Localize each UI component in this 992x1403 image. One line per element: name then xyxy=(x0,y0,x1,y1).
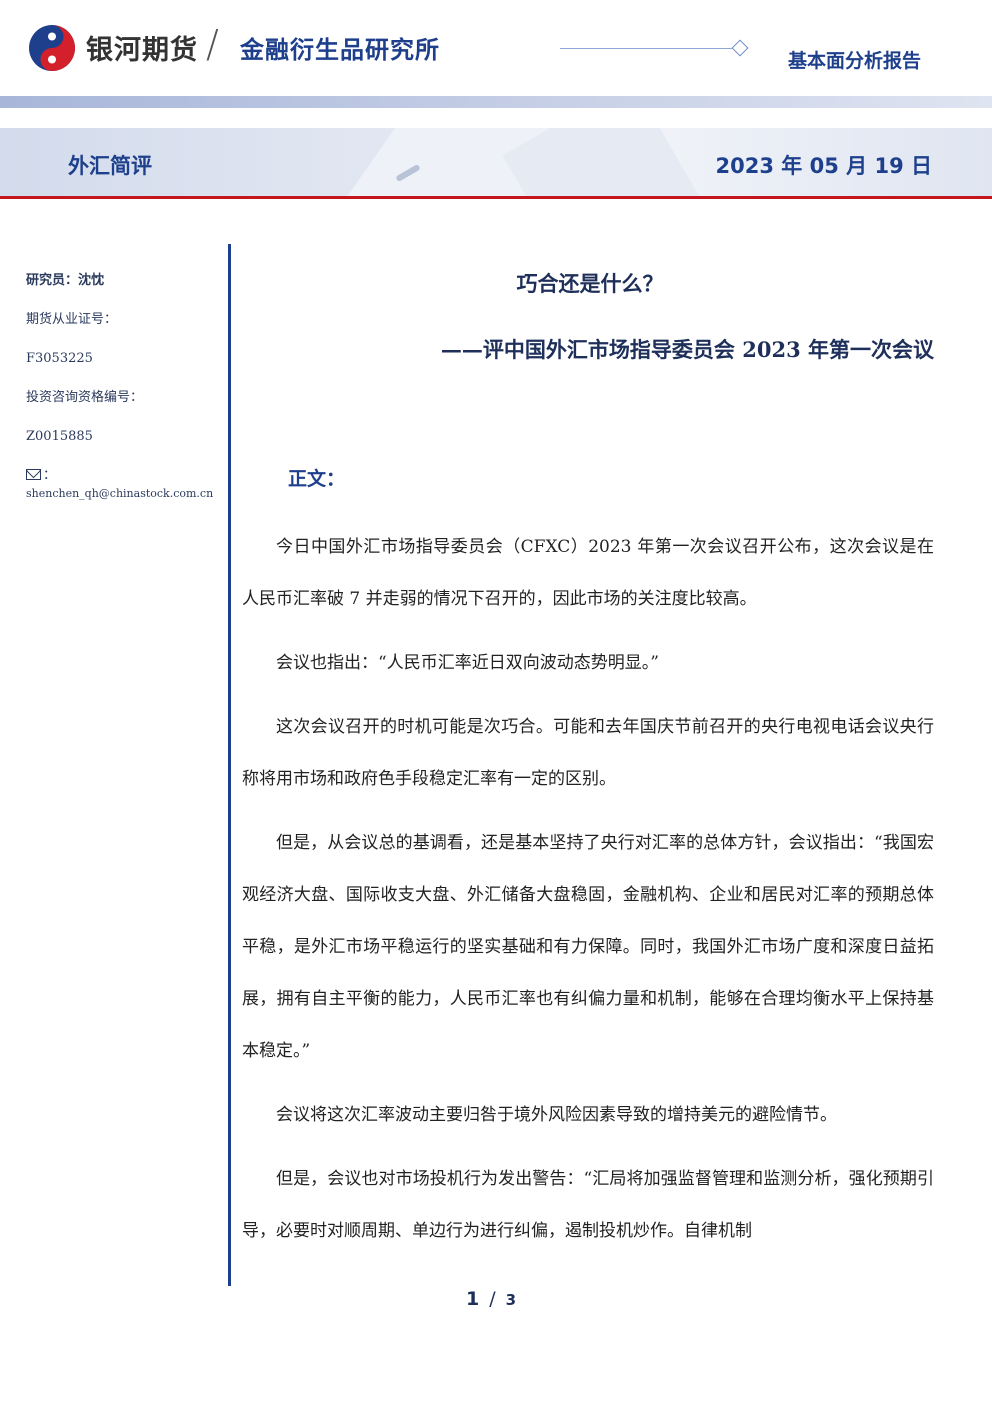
report-type: 基本面分析报告 xyxy=(788,50,922,72)
email-prefix: ： xyxy=(43,468,57,483)
futures-license-number: F3053225 xyxy=(26,351,93,366)
author-email[interactable]: shenchen_qh@chinastock.com.cn xyxy=(26,487,214,500)
report-date: 2023 年 05 月 19 日 xyxy=(715,154,932,178)
article-subtitle: ——评中国外汇市场指导委员会 2023 年第一次会议 xyxy=(440,337,934,362)
paragraph: 但是，从会议总的基调看，还是基本坚持了央行对汇率的总体方针，会议指出：“我国宏观… xyxy=(242,833,934,1061)
galaxy-logo-icon xyxy=(29,25,75,71)
email-row: ： shenchen_qh@chinastock.com.cn xyxy=(26,467,226,506)
diamond-icon xyxy=(731,39,749,57)
decorative-line xyxy=(560,48,732,49)
author-sidebar: 研究员：沈忱 期货从业证号： F3053225 投资咨询资格编号： Z00158… xyxy=(26,272,226,506)
total-pages: 3 xyxy=(505,1291,517,1309)
subheader-band: 外汇简评 2023 年 05 月 19 日 xyxy=(0,128,992,196)
article-title: 巧合还是什么？ xyxy=(516,272,664,296)
article-body: 今日中国外汇市场指导委员会（CFXC）2023 年第一次会议召开公布，这次会议是… xyxy=(242,521,934,1269)
institute-name: 金融衍生品研究所 xyxy=(240,36,440,64)
mail-icon xyxy=(26,469,41,480)
sidebar-divider xyxy=(228,244,231,1286)
header-band xyxy=(0,96,992,108)
paragraph: 但是，会议也对市场投机行为发出警告：“汇局将加强监督管理和监测分析，强化预期引导… xyxy=(242,1169,934,1241)
brand-separator: / xyxy=(206,22,219,66)
paragraph: 这次会议召开的时机可能是次巧合。可能和去年国庆节前召开的央行电视电话会议央行称将… xyxy=(242,717,934,789)
report-category: 外汇简评 xyxy=(68,154,152,178)
page-indicator: 1 / 3 xyxy=(466,1288,516,1310)
brand-name: 银河期货 xyxy=(86,35,198,66)
consult-license-number: Z0015885 xyxy=(26,429,93,444)
paragraph: 会议将这次汇率波动主要归咎于境外风险因素导致的增持美元的避险情节。 xyxy=(276,1105,837,1125)
consult-license-label: 投资咨询资格编号： xyxy=(26,390,144,405)
futures-license-label: 期货从业证号： xyxy=(26,312,118,327)
paragraph: 会议也指出：“人民币汇率近日双向波动态势明显。” xyxy=(276,653,659,673)
header-divider xyxy=(0,196,992,199)
researcher-name: 研究员：沈忱 xyxy=(26,273,105,288)
paragraph: 今日中国外汇市场指导委员会（CFXC）2023 年第一次会议召开公布，这次会议是… xyxy=(242,537,934,609)
section-heading: 正文： xyxy=(288,468,346,490)
page-separator: / xyxy=(489,1288,496,1310)
current-page: 1 xyxy=(466,1288,480,1310)
